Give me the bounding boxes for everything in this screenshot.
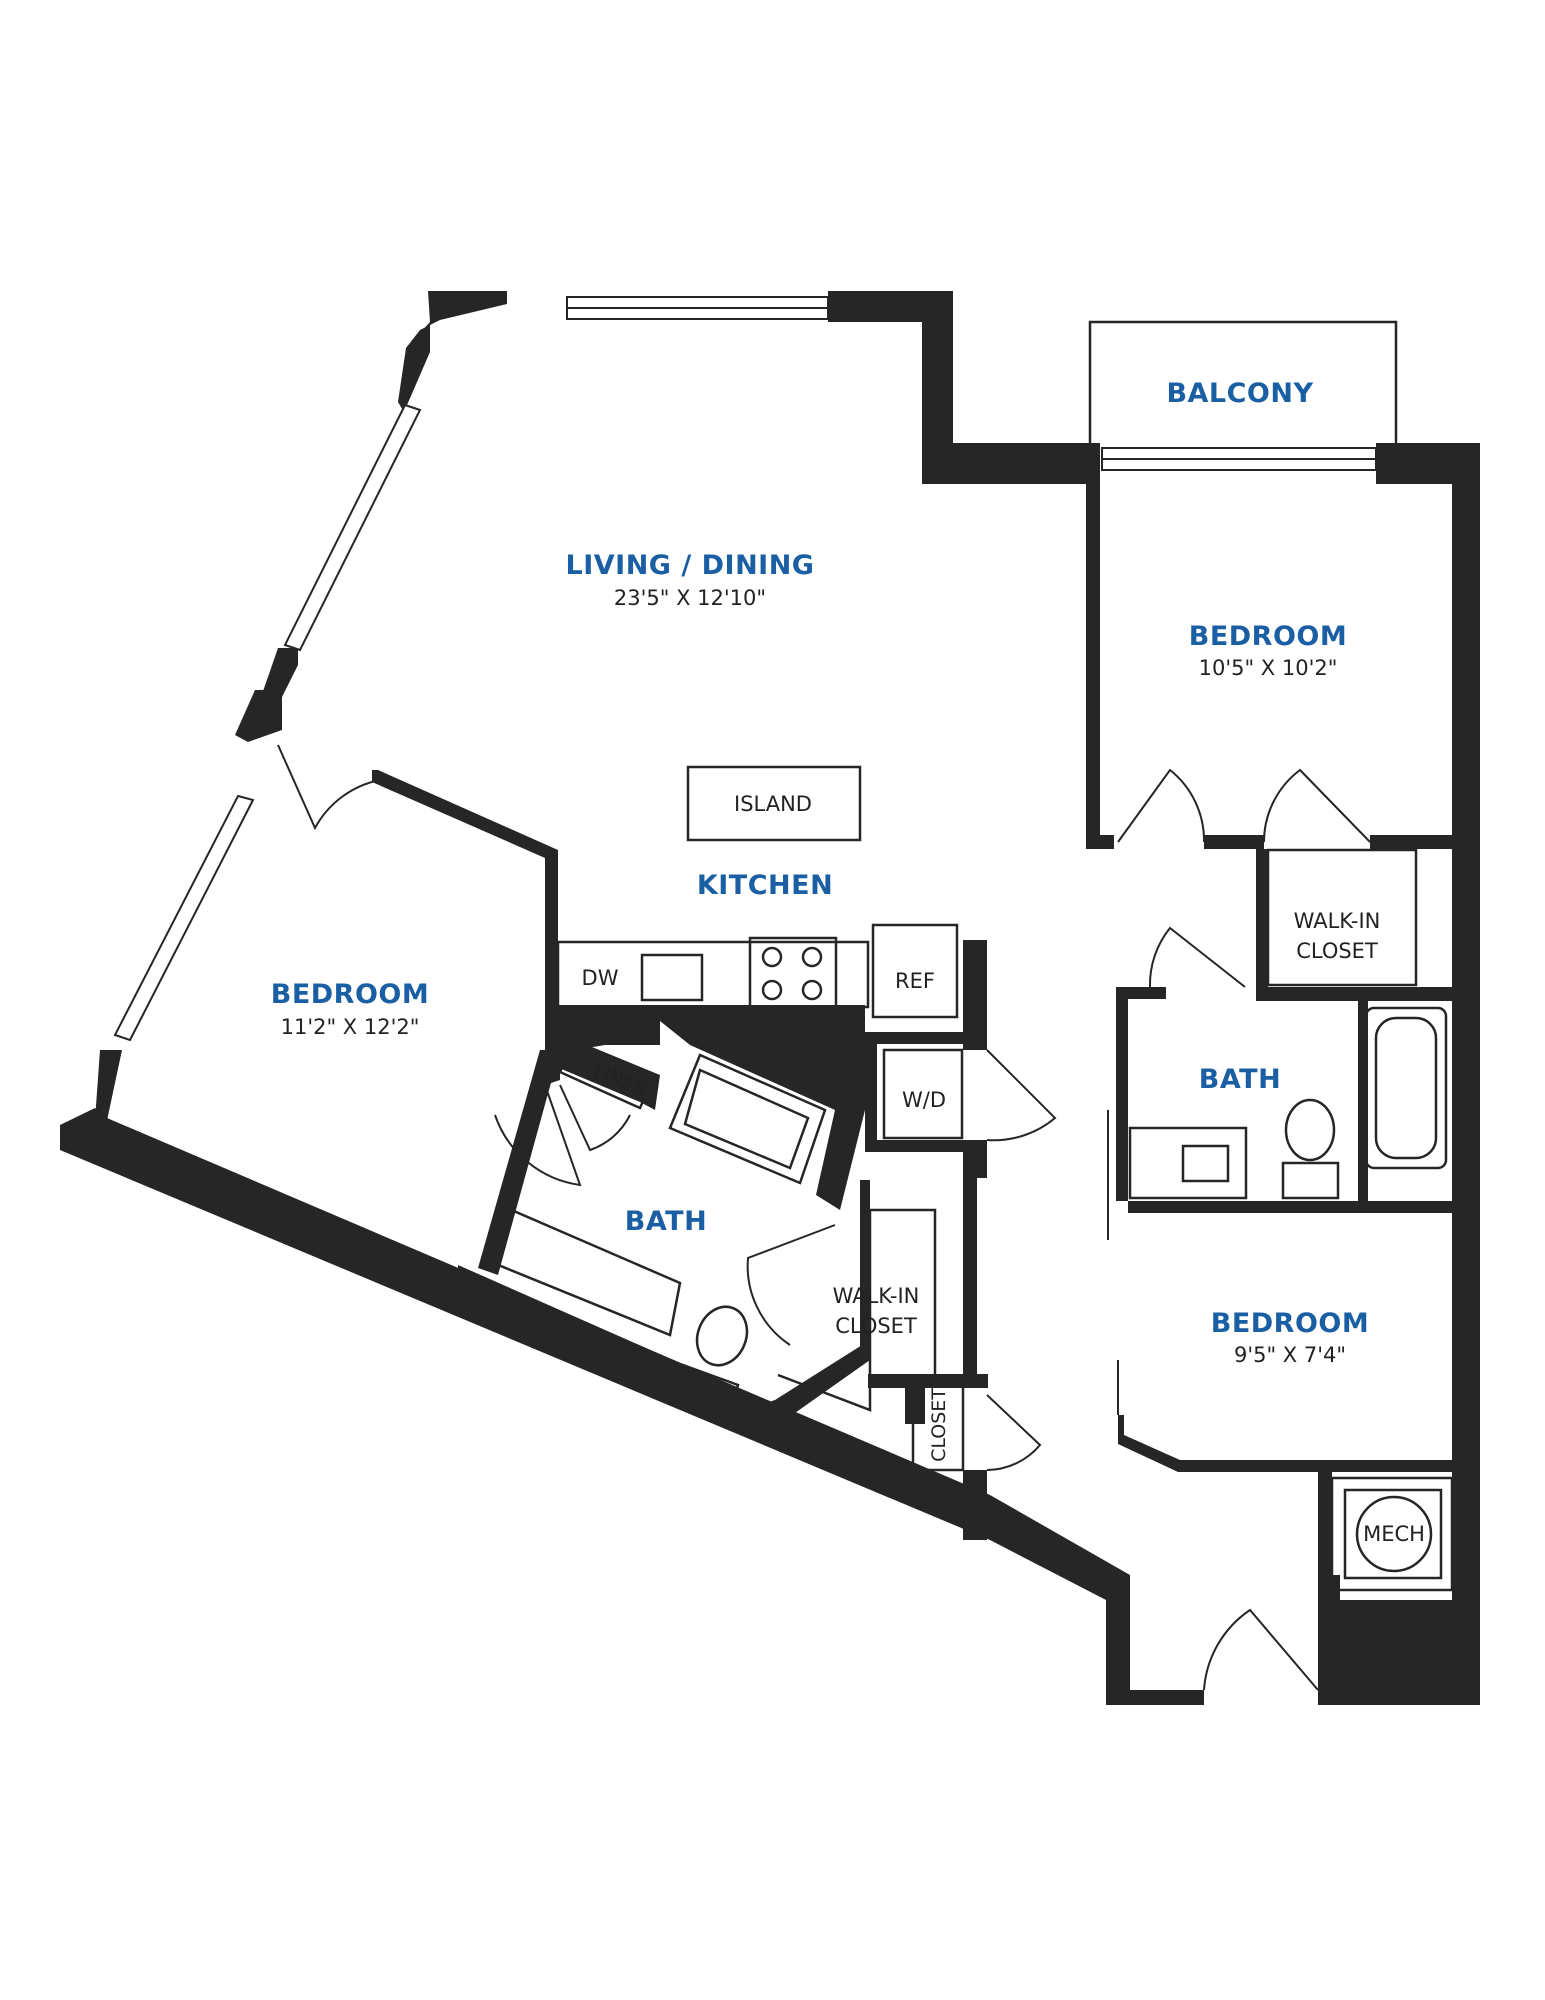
- closet-label: CLOSET: [928, 1388, 950, 1462]
- room-bath-left-name: BATH: [625, 1206, 707, 1237]
- room-kitchen-name: KITCHEN: [697, 870, 833, 901]
- vanity-left: [484, 1203, 682, 1337]
- linen-closet: [558, 1048, 652, 1110]
- balcony: [1088, 320, 1398, 448]
- closets: [558, 848, 1454, 1592]
- washer-dryer: [882, 1048, 964, 1140]
- toilet-right: [1284, 1098, 1336, 1162]
- room-bedroom-left-dims: 11'2" X 12'2": [281, 1015, 420, 1039]
- door-bath-right: [1148, 926, 1246, 988]
- walkin-left-label-2: CLOSET: [835, 1314, 917, 1338]
- kitchen-island: [686, 765, 862, 842]
- walkin-left-label-1: WALK-IN: [833, 1284, 920, 1308]
- mech-label: MECH: [1363, 1522, 1425, 1546]
- walkin-closet-left: [777, 1208, 937, 1412]
- bath-fixtures: [484, 1006, 1448, 1412]
- room-bedroom-bottom-right-dims: 9'5" X 7'4": [1234, 1343, 1346, 1367]
- room-living-name: LIVING / DINING: [566, 550, 815, 581]
- room-bath-right-name: BATH: [1199, 1064, 1281, 1095]
- windows: [113, 296, 1377, 1042]
- walkin-top-label-2: CLOSET: [1296, 939, 1378, 963]
- walkin-top-label-1: WALK-IN: [1294, 909, 1381, 933]
- room-living-dims: 23'5" X 12'10": [614, 586, 766, 610]
- toilet-left: [695, 1305, 749, 1367]
- window-left-lower: [113, 794, 255, 1042]
- door-bedroom-left: [277, 744, 381, 831]
- island-label: ISLAND: [734, 792, 812, 816]
- door-bedroom-top-right: [1117, 768, 1206, 843]
- doors: [277, 744, 1371, 1691]
- room-bedroom-bottom-right-name: BEDROOM: [1211, 1308, 1370, 1339]
- ref-label: REF: [895, 969, 935, 993]
- room-bedroom-top-right-name: BEDROOM: [1189, 621, 1348, 652]
- kitchen-fixtures: [556, 765, 959, 1019]
- tub-right: [1364, 1006, 1448, 1170]
- door-linen: [559, 1084, 631, 1152]
- room-bedroom-top-right-dims: 10'5" X 10'2": [1199, 656, 1338, 680]
- door-wd: [986, 1049, 1057, 1142]
- window-left-upper: [283, 403, 422, 652]
- door-entry: [1203, 1608, 1319, 1691]
- door-walkin-top: [1263, 768, 1371, 843]
- door-closet: [986, 1394, 1042, 1471]
- kitchen-sink: [640, 953, 704, 1002]
- room-balcony-name: BALCONY: [1166, 378, 1313, 409]
- refrigerator: [871, 923, 959, 1019]
- door-bath-left: [494, 1084, 582, 1187]
- closet: [911, 1378, 965, 1472]
- cooktop: [748, 936, 838, 1010]
- outer-walls: [60, 291, 1480, 1705]
- dw-label: DW: [582, 966, 619, 990]
- mech-closet: [1330, 1476, 1454, 1592]
- wd-label: W/D: [902, 1088, 946, 1112]
- sink-right: [1128, 1126, 1248, 1200]
- tub-left: [668, 1053, 827, 1185]
- door-walkin-left: [746, 1224, 836, 1346]
- room-bedroom-left-name: BEDROOM: [271, 979, 430, 1010]
- walkin-closet-top: [1266, 848, 1418, 987]
